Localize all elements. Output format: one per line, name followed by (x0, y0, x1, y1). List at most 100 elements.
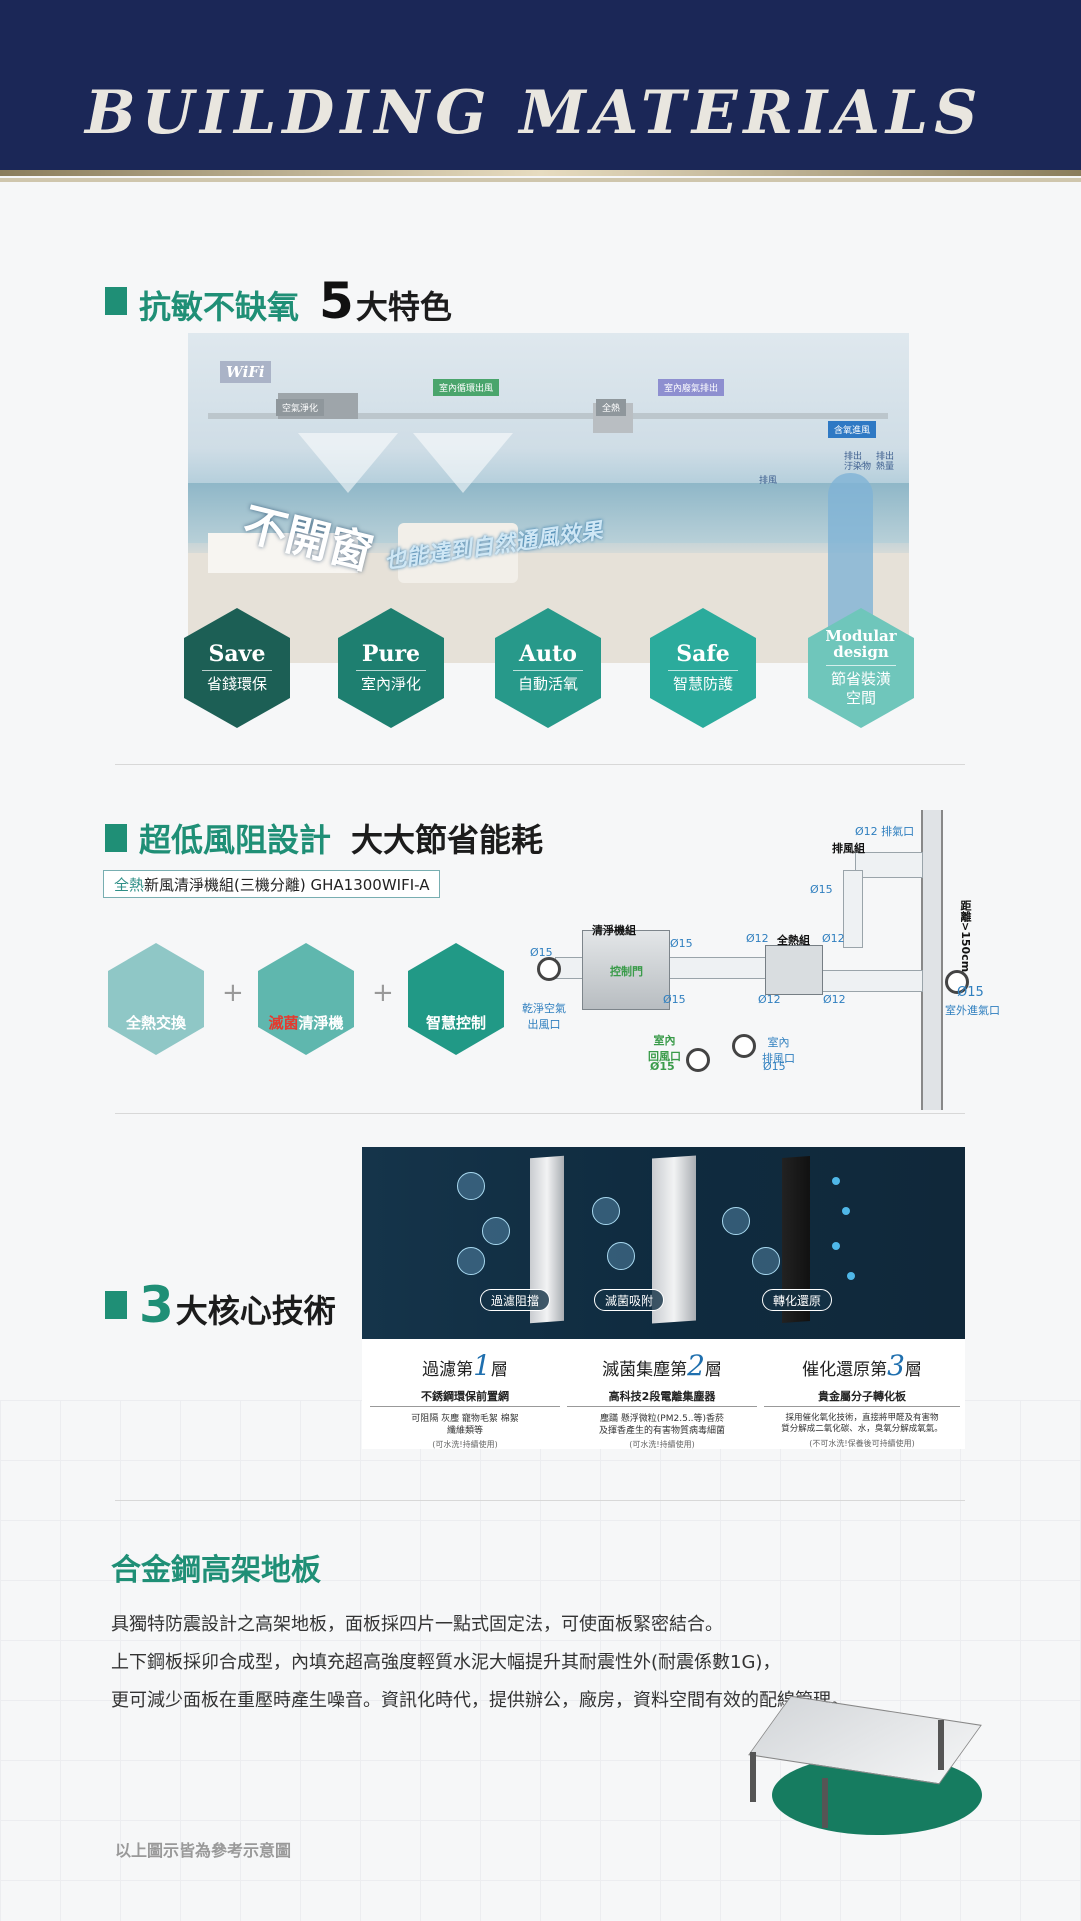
air-flow-cone (413, 433, 513, 493)
feature-sterilize-red: 滅菌 (268, 1014, 299, 1032)
clean-air-dot (842, 1207, 850, 1215)
feature-zh: 自動活氧 (517, 674, 578, 693)
dg-d15-a: Ø15 (810, 883, 833, 896)
dg-outdoor-intake: 室外進氣口 (945, 1004, 1000, 1017)
layer-note: (可水洗!持續使用) (432, 1440, 498, 1450)
section1-title-dark: 大特色 (355, 288, 452, 326)
feature-en: Auto (519, 640, 577, 667)
feature-rule (826, 664, 896, 666)
pill-convert-restore: 轉化還原 (762, 1289, 833, 1311)
section-divider (115, 1113, 965, 1114)
feature-smart-label: 智慧控制 (425, 1014, 486, 1032)
clean-air-dot (832, 1177, 840, 1185)
filter-tech-panel: 過濾阻擋 滅菌吸附 轉化還原 (362, 1147, 965, 1339)
section-marker (105, 1291, 127, 1319)
label-exhaust-heat: 排出 熱量 (876, 452, 895, 472)
heat-exchange-unit (765, 945, 823, 995)
pipe-ring (537, 957, 561, 981)
layer-title: 催化還原第3層 (764, 1349, 960, 1382)
header-gold-line (0, 170, 1081, 176)
model-green: 全熱 (114, 876, 145, 894)
dg-exhaust-port: Ø12 排氣口 (855, 825, 915, 838)
dg-d12-a: Ø12 (746, 932, 769, 945)
scene-duct (208, 413, 888, 419)
clean-air-dot (832, 1242, 840, 1250)
building-wall (921, 810, 943, 1110)
feature-en: Pure (361, 640, 421, 667)
floor-pedestal (750, 1752, 756, 1802)
layer-title-pre: 催化還原第 (802, 1360, 888, 1380)
feature-rule (202, 669, 272, 671)
feature-hex-heat-exchange (108, 943, 204, 1055)
feature-rule (513, 669, 583, 671)
scene-table (208, 533, 358, 573)
feature-rule (668, 669, 738, 671)
raised-floor-line-3: 更可減少面板在重壓時產生噪音。資訊化時代，提供辦公，廠房，資料空間有效的配線管理… (111, 1690, 849, 1711)
layer-title: 滅菌集塵第2層 (567, 1349, 757, 1382)
pollutant-bubble (607, 1242, 635, 1270)
ventilation-scene: WiFi 空氣淨化 室內循環出風 全熱 室內廢氣排出 含氧進風 排出 汙染物 排… (188, 333, 909, 663)
label-indoor-exhaust: 室內廢氣排出 (658, 379, 725, 396)
layer-title-post: 層 (490, 1360, 508, 1380)
clean-air-dot (847, 1272, 855, 1280)
layer-note: (可水洗!持續使用) (629, 1440, 695, 1450)
layer-caption-2: 滅菌集塵第2層 高科技2段電離集塵器 塵蹣 懸浮微粒(PM2.5..等)香菸 及… (567, 1349, 757, 1450)
section-marker (105, 824, 127, 852)
dg-d15-g: Ø15 (763, 1060, 786, 1073)
layer-title-post: 層 (904, 1360, 922, 1380)
header-gold-line-2 (0, 178, 1081, 182)
layer-sub: 不銹鋼環保前置網 (370, 1388, 560, 1407)
layer-caption-3: 催化還原第3層 貴金屬分子轉化板 採用催化氧化技術，直接將甲醛及有害物 質分解成… (764, 1349, 960, 1449)
raised-floor-line-2: 上下鋼板採卯合成型，內填充超高強度輕質水泥大幅提升其耐震性外(耐震係數1G)， (111, 1652, 781, 1673)
feature-rule (356, 669, 426, 671)
footer-note: 以上圖示皆為參考示意圖 (115, 1841, 292, 1860)
filter-tech-captions: 過濾第1層 不銹鋼環保前置網 可阻隔 灰塵 寵物毛絮 棉絮 纖維類等 (可水洗!… (362, 1339, 965, 1449)
dg-indoor-return: 室內 回風口 (648, 1034, 681, 1063)
outdoor-pipe (820, 970, 923, 992)
label-exhaust: 排風 (759, 476, 778, 486)
section1-title: 抗敏不缺氧 5 大特色 (105, 272, 452, 330)
dg-d15-e: Ø15 (957, 985, 984, 1000)
pipe-ring (732, 1034, 756, 1058)
pollutant-bubble (457, 1247, 485, 1275)
dg-purifier: 清淨機組 (592, 924, 636, 937)
feature-heat-exchange-label: 全熱交換 (125, 1014, 186, 1032)
floor-pedestal (938, 1720, 944, 1770)
dg-d15-c: Ø15 (670, 937, 693, 950)
pollutant-bubble (457, 1172, 485, 1200)
layer-number: 2 (687, 1349, 705, 1382)
feature-sterilize-text: 清淨機 (298, 1014, 344, 1032)
label-oxygen-in: 含氧進風 (828, 421, 877, 438)
layer-title: 過濾第1層 (370, 1349, 560, 1382)
layer-number: 3 (887, 1349, 905, 1382)
raised-floor-line-1: 具獨特防震設計之高架地板，面板採四片一點式固定法，可使面板緊密結合。 (111, 1614, 723, 1635)
layer-title-pre: 過濾第 (422, 1360, 474, 1380)
pollutant-bubble (482, 1217, 510, 1245)
label-exhaust-pollutant: 排出 汙染物 (844, 452, 872, 472)
layer-note: (不可水洗!保養後可持續使用) (809, 1438, 915, 1448)
floor-pedestal (822, 1778, 828, 1828)
pill-filter-block: 過濾阻擋 (480, 1289, 551, 1311)
section1-title-green: 抗敏不缺氧 (139, 288, 300, 326)
dg-control-door: 控制門 (610, 965, 643, 978)
layer-number: 1 (473, 1349, 491, 1382)
layer-desc: 可阻隔 灰塵 寵物毛絮 棉絮 纖維類等 (411, 1414, 519, 1437)
riser-pipe (843, 870, 863, 948)
section3-title-number: 3 (139, 1276, 174, 1334)
feature-en: Save (208, 640, 266, 667)
model-name-box: 全熱新風清淨機組(三機分離) GHA1300WIFI-A (103, 870, 441, 898)
section2-title-dark: 大大節省能耗 (351, 821, 544, 859)
dg-exhaust-unit: 排風組 (832, 842, 865, 855)
background-grid (0, 1400, 1081, 1921)
feature-en: Modular design (825, 626, 897, 661)
dg-dry-air: 乾淨空氣 出風口 (522, 1002, 566, 1031)
purifier-unit (582, 930, 670, 1010)
dg-d15-b: Ø15 (530, 946, 553, 959)
plus-sign: + (372, 978, 394, 1008)
layer-sub: 高科技2段電離集塵器 (567, 1388, 757, 1407)
layer-sub: 貴金屬分子轉化板 (764, 1388, 960, 1407)
dg-d15-f: Ø15 (650, 1060, 675, 1073)
pollutant-bubble (592, 1197, 620, 1225)
label-air-purify: 空氣淨化 (276, 399, 325, 416)
header-title: BUILDING MATERIALS (85, 78, 984, 148)
